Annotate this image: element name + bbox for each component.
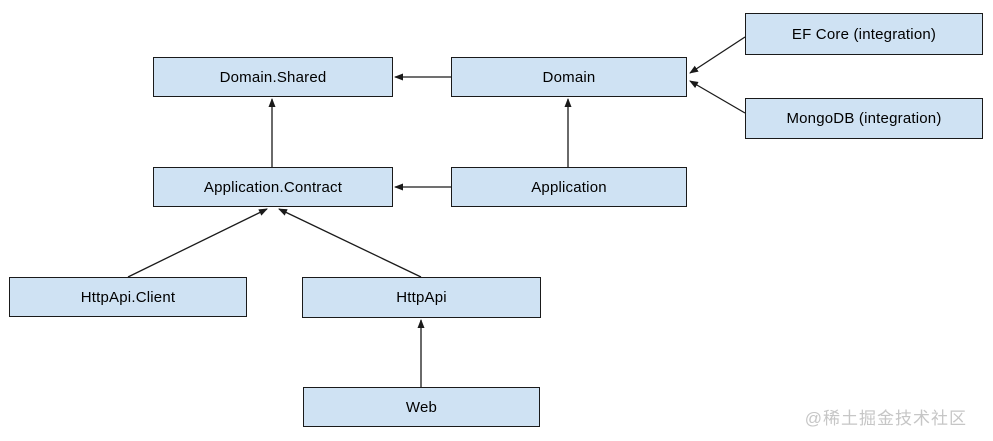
node-httpapi-client-label: HttpApi.Client: [80, 288, 176, 306]
node-web-label: Web: [405, 398, 438, 416]
node-ef-core-label: EF Core (integration): [791, 25, 937, 43]
watermark-juejin-community: @稀土掘金技术社区: [804, 409, 967, 428]
node-httpapi-client: HttpApi.Client: [9, 277, 247, 317]
edge-httpapi-to-application-contract: [278, 208, 422, 278]
node-ef-core-integration: EF Core (integration): [745, 13, 983, 55]
node-application-label: Application: [531, 178, 607, 196]
edge-httpapi-client-to-application-contract: [127, 208, 268, 278]
node-httpapi: HttpApi: [302, 277, 541, 318]
edge-mongodb-to-domain: [689, 80, 746, 114]
edge-efcore-to-domain: [689, 36, 746, 74]
node-domain-shared-label: Domain.Shared: [219, 68, 327, 86]
node-httpapi-label: HttpApi: [396, 289, 447, 306]
node-web: Web: [303, 387, 540, 427]
node-mongodb-label: MongoDB (integration): [786, 110, 942, 127]
node-mongodb-integration: MongoDB (integration): [745, 98, 983, 139]
node-application: Application: [451, 167, 687, 207]
node-application-contract-label: Application.Contract: [203, 178, 343, 196]
node-domain-shared: Domain.Shared: [153, 57, 393, 97]
node-application-contract: Application.Contract: [153, 167, 393, 207]
node-domain: Domain: [451, 57, 687, 97]
node-domain-label: Domain: [542, 68, 596, 86]
